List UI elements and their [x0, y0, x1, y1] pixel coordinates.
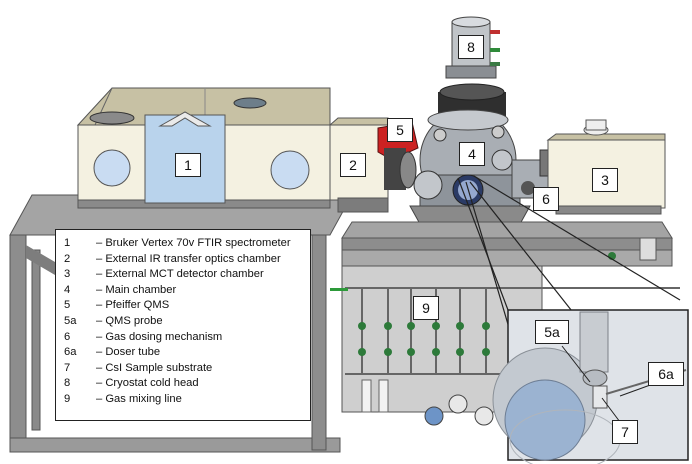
legend-row: 6 – Gas dosing mechanism	[64, 330, 304, 346]
legend-row: 4 – Main chamber	[64, 283, 304, 299]
legend-num: 2	[64, 252, 71, 265]
legend-text: – Bruker Vertex 70v FTIR spectrometer	[96, 237, 291, 249]
legend-num: 1	[64, 237, 71, 249]
legend-row: 2 – External IR transfer optics chamber	[64, 252, 304, 268]
legend-text: – Doser tube	[96, 346, 161, 359]
legend-num: 7	[64, 361, 71, 374]
callout-3: 3	[592, 168, 618, 192]
ftir-spectrometer	[76, 87, 331, 209]
legend-num: 8	[64, 377, 71, 390]
right-bench	[341, 221, 673, 267]
callout-6a: 6a	[648, 362, 684, 386]
inset-detail	[492, 309, 689, 464]
legend-num: 3	[64, 268, 71, 281]
callout-2: 2	[340, 153, 366, 177]
legend-row: 7 – CsI Sample substrate	[64, 361, 304, 377]
callout-4: 4	[459, 142, 485, 166]
legend-row: 9 – Gas mixing line	[64, 392, 304, 408]
legend-num: 9	[64, 392, 71, 405]
callout-5: 5	[387, 118, 413, 142]
legend-row: 3 – External MCT detector chamber	[64, 267, 304, 283]
legend-row: 5 – Pfeiffer QMS	[64, 298, 304, 314]
callout-5a: 5a	[535, 320, 569, 344]
legend-row: 6a – Doser tube	[64, 345, 304, 361]
legend-text: – External IR transfer optics chamber	[96, 252, 281, 265]
legend-text: – External MCT detector chamber	[96, 268, 264, 281]
legend-num: 4	[64, 283, 71, 296]
legend-text: – Main chamber	[96, 283, 177, 296]
legend-num: 5	[64, 299, 71, 312]
legend-row: 8 – Cryostat cold head	[64, 376, 304, 392]
callout-1: 1	[175, 153, 201, 177]
legend-text: – CsI Sample substrate	[96, 361, 213, 374]
legend-num: 6a	[64, 346, 77, 359]
mct-detector-chamber	[546, 119, 666, 215]
legend-num: 5a	[64, 314, 77, 327]
callout-7: 7	[612, 420, 638, 444]
legend-text: – Pfeiffer QMS	[96, 299, 170, 312]
legend-num: 6	[64, 330, 71, 343]
legend-text: – QMS probe	[96, 314, 163, 327]
callout-6: 6	[533, 187, 559, 211]
callout-8: 8	[458, 35, 484, 59]
legend-text: – Gas mixing line	[96, 392, 182, 405]
legend-text: – Cryostat cold head	[96, 377, 199, 390]
legend-row: 1 – Bruker Vertex 70v FTIR spectrometer	[64, 236, 304, 252]
callout-9: 9	[413, 296, 439, 320]
legend-box: 1 – Bruker Vertex 70v FTIR spectrometer 2…	[55, 229, 311, 421]
legend-row: 5a – QMS probe	[64, 314, 304, 330]
callout-leaders	[561, 345, 654, 423]
legend-text: – Gas dosing mechanism	[96, 330, 223, 343]
